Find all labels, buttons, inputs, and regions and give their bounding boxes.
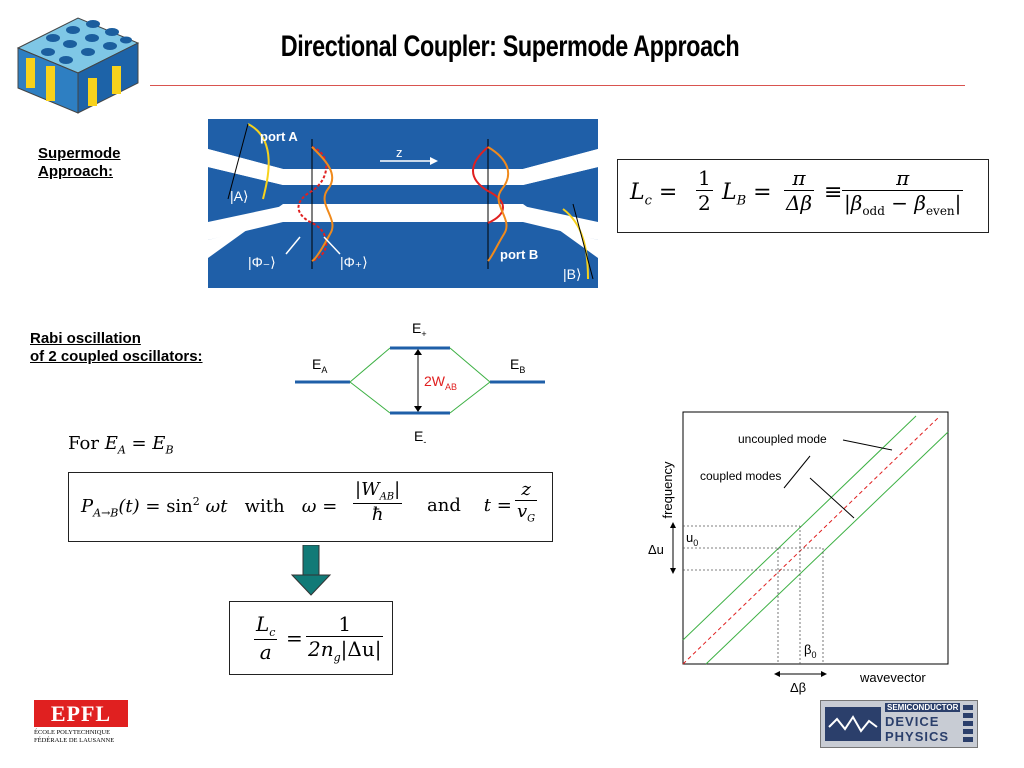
lc-a-2n: 2n (308, 637, 334, 661)
eb-label: EB (510, 356, 525, 375)
title-divider (150, 85, 965, 86)
coupling-length-equation: Lc = 1 2 LB = π Δβ ≡ π |βodd − βeven| (617, 159, 989, 233)
half-denominator: 2 (698, 191, 711, 215)
ea-symbol: E (104, 433, 118, 454)
photonic-crystal-logo (16, 17, 140, 114)
delta-beta-label: Δβ (790, 680, 806, 695)
supermode-label-line2: Approach: (38, 163, 113, 180)
uncoupled-mode-label: uncoupled mode (738, 432, 827, 446)
wavevector-axis-label: wavevector (859, 670, 926, 685)
for-condition: For EA = EB (68, 433, 174, 457)
half-numerator: 1 (696, 166, 713, 191)
coupled-line-lower (705, 431, 949, 665)
coupled-modes-label: coupled modes (700, 469, 781, 483)
hbar-symbol: ħ (371, 503, 384, 525)
wab-subscript: AB (379, 491, 395, 503)
p-symbol: P (81, 496, 94, 517)
lc-a-lc-symbol: L (256, 612, 270, 636)
ea-subscript: A (117, 443, 126, 457)
port-a-label: port A (260, 129, 298, 144)
lb-symbol: L (722, 180, 737, 205)
and-text: and (427, 495, 461, 516)
epfl-logo: EPFL ÉCOLE POLYTECHNIQUE FÉDÉRALE DE LAU… (34, 700, 128, 746)
rabi-label-line1: Rabi oscillation (30, 330, 141, 347)
lc-a-a-symbol: a (259, 640, 272, 664)
pi-numerator-2: π (842, 166, 964, 191)
eb-subscript: B (165, 443, 174, 457)
rabi-label-line2: of 2 coupled oscillators: (30, 348, 203, 365)
lc-a-lc-subscript: c (269, 626, 276, 639)
beta-odd-subscript: odd (862, 204, 885, 218)
with-text: with (244, 496, 285, 517)
lc-a-ng-subscript: g (333, 651, 341, 664)
ket-phi-minus-label: |Φ₋⟩ (248, 254, 276, 270)
dispersion-diagram: frequency wavevector uncoupled mode coup… (648, 411, 949, 695)
p-subscript: A→B (93, 506, 119, 520)
ket-phi-plus-label: |Φ₊⟩ (340, 254, 368, 270)
ket-b-label: |B⟩ (563, 266, 581, 282)
lc-subscript: c (644, 193, 652, 209)
z-symbol: z (515, 479, 538, 501)
lc-a-one: 1 (306, 612, 384, 637)
epfl-logo-line1: ÉCOLE POLYTECHNIQUE (34, 729, 111, 736)
coupled-line-upper (682, 415, 917, 641)
uncoupled-line (682, 415, 941, 665)
eminus-label: E- (414, 428, 426, 447)
beta0-label: β0 (804, 642, 817, 660)
coupler-figure: port A port B z |A⟩ |B⟩ |Φ₋⟩ |Φ₊⟩ (208, 119, 598, 288)
supermode-label: Supermode Approach: (38, 145, 121, 181)
semiconductor-device-physics-logo: SEMICONDUCTOR DEVICE PHYSICS (820, 700, 978, 748)
port-b-label: port B (500, 247, 538, 262)
for-text: For (68, 433, 99, 454)
energy-level-diagram: E+ E- EA EB 2WAB (295, 320, 545, 447)
rabi-label: Rabi oscillation of 2 coupled oscillator… (30, 330, 203, 366)
beta-even-subscript: even (925, 204, 955, 218)
pi-numerator: π (784, 166, 815, 191)
ea-label: EA (312, 356, 327, 375)
sdp-logo-bars (963, 705, 973, 743)
lc-symbol: L (630, 180, 645, 205)
delta-u-label: Δu (648, 542, 664, 557)
plot-frame (682, 411, 949, 665)
sdp-logo-line1: SEMICONDUCTOR (885, 703, 961, 712)
supermode-label-line1: Supermode (38, 145, 121, 162)
down-arrow-icon (290, 545, 332, 596)
z-label: z (396, 145, 403, 160)
epfl-logo-line2: FÉDÉRALE DE LAUSANNE (34, 737, 115, 744)
sdp-logo-line2: DEVICE (885, 714, 940, 729)
omega-symbol: ω (301, 496, 317, 517)
eplus-label: E+ (412, 320, 427, 339)
waveform-icon (825, 707, 881, 741)
delta-beta-denominator: Δβ (786, 191, 813, 215)
coupling-label: 2WAB (424, 373, 457, 392)
epfl-logo-text: EPFL (34, 700, 128, 727)
frequency-axis-label: frequency (660, 461, 675, 519)
lc-a-delta-u: |Δu| (340, 637, 382, 661)
rabi-equation: PA→B(t) = sin2 ωt with ω = |WAB| ħ and t… (68, 472, 553, 542)
lc-over-a-equation: Lc a = 1 2ng|Δu| (229, 601, 393, 675)
lb-subscript: B (736, 193, 747, 209)
t-argument: (t) (118, 496, 140, 517)
u0-label: u0 (686, 530, 698, 548)
sin-text: sin (166, 496, 193, 517)
equiv-sign: ≡ (824, 180, 843, 205)
slide-title: Directional Coupler: Supermode Approach (280, 30, 740, 63)
sdp-logo-line3: PHYSICS (885, 729, 950, 744)
ket-a-label: |A⟩ (230, 188, 248, 204)
vg-subscript: G (527, 513, 536, 525)
wab-symbol: |W (355, 479, 380, 500)
vg-symbol: v (517, 501, 528, 522)
t-symbol: t (483, 495, 491, 516)
